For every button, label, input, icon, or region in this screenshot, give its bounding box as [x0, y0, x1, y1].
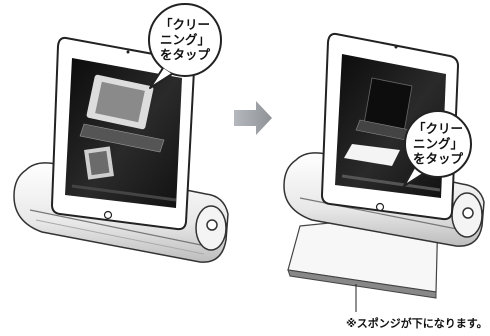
right-callout-text: 「クリー ニング」 をタップ	[412, 121, 463, 166]
right-callout-bubble	[403, 110, 472, 187]
left-callout-text: 「クリー ニング」 をタップ	[159, 17, 210, 62]
left-callout-bubble	[148, 3, 222, 89]
next-step-arrow	[234, 101, 272, 135]
left-tablet	[50, 36, 196, 231]
sponge-note: ※スポンジが下になります。	[346, 317, 488, 330]
